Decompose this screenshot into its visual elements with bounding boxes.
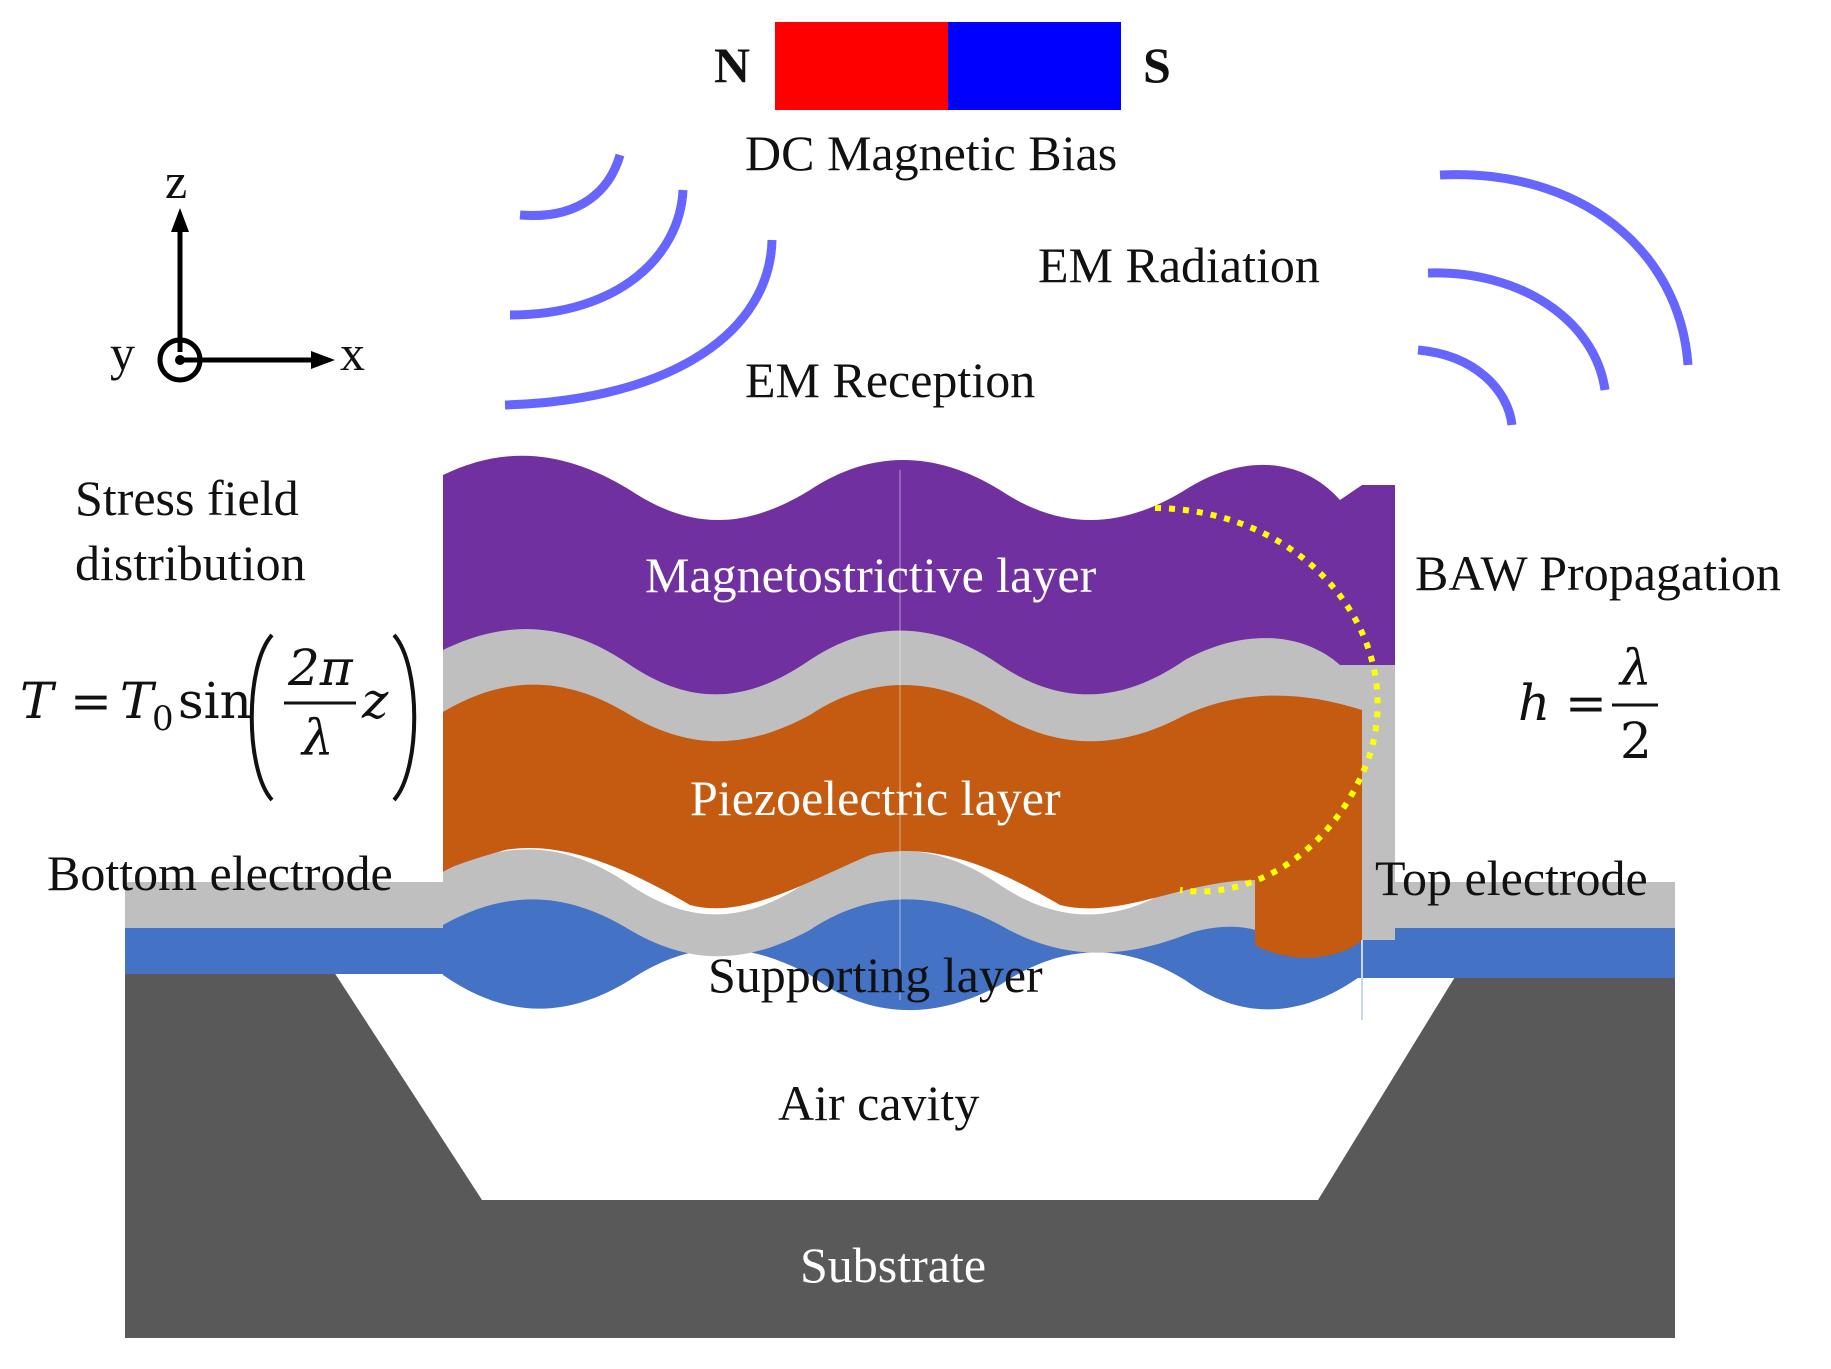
bottom-electrode-pad xyxy=(125,882,443,930)
em-radiation-label: EM Radiation xyxy=(1038,237,1320,293)
stress-eq-variable: z xyxy=(361,672,389,730)
z-axis-arrowhead xyxy=(171,208,189,232)
magnetostrictive-label: Magnetostrictive layer xyxy=(645,547,1097,603)
substrate-label: Substrate xyxy=(800,1237,986,1293)
stress-eq-left-paren xyxy=(249,633,274,802)
top-electrode-label: Top electrode xyxy=(1375,850,1648,906)
stress-eq-equals: = xyxy=(70,672,112,730)
thickness-equation: h = λ 2 xyxy=(1518,639,1658,770)
supporting-layer-label: Supporting layer xyxy=(708,947,1043,1003)
em-reception-label: EM Reception xyxy=(745,352,1035,408)
em-reception-arc-3 xyxy=(504,239,777,410)
stress-eq-denominator: λ xyxy=(300,709,334,767)
piezoelectric-label: Piezoelectric layer xyxy=(690,770,1061,826)
em-radiation-arc-2 xyxy=(1427,268,1610,391)
stress-eq-t0: T xyxy=(120,672,157,730)
stress-field-label-1: Stress field xyxy=(75,470,299,526)
supporting-layer-right xyxy=(1357,928,1675,978)
stress-eq-numerator: 2π xyxy=(287,639,354,697)
y-axis-marker xyxy=(157,337,203,383)
thickness-eq-equals: = xyxy=(1565,674,1607,732)
stress-eq-t0-sub: 0 xyxy=(152,699,174,739)
supporting-layer-left xyxy=(125,928,443,974)
supporting-layer-wave xyxy=(443,879,1362,1011)
em-reception-waves xyxy=(504,153,777,410)
top-electrode-pad xyxy=(1357,882,1675,930)
stress-eq-right-paren xyxy=(392,633,417,802)
em-radiation-waves xyxy=(1417,170,1693,426)
magnet-south-label: S xyxy=(1143,37,1171,93)
em-radiation-arc-3 xyxy=(1439,170,1693,366)
stress-eq-sin: sin xyxy=(178,672,252,730)
air-cavity xyxy=(334,972,1458,1200)
coordinate-axes: z y x xyxy=(110,153,365,383)
stress-field-label-2: distribution xyxy=(75,535,306,591)
x-axis-arrowhead xyxy=(311,351,335,369)
stress-eq-lhs: T xyxy=(20,672,57,730)
y-axis-label: y xyxy=(110,325,135,381)
dc-bias-label: DC Magnetic Bias xyxy=(745,125,1117,181)
stress-equation: T = T 0 sin 2π λ z xyxy=(20,633,417,802)
y-axis-dot xyxy=(175,355,185,365)
magnet-south-pole xyxy=(948,22,1121,110)
magnet-north-pole xyxy=(775,22,948,110)
em-reception-arc-1 xyxy=(519,153,625,221)
bottom-electrode-wave xyxy=(443,849,1255,957)
thickness-eq-lhs: h xyxy=(1518,674,1550,732)
thickness-eq-denominator: 2 xyxy=(1620,712,1652,770)
x-axis-label: x xyxy=(340,325,365,381)
z-axis-label: z xyxy=(165,153,187,209)
air-cavity-label: Air cavity xyxy=(778,1075,979,1131)
bottom-electrode-label: Bottom electrode xyxy=(47,845,393,901)
em-reception-arc-2 xyxy=(509,189,688,320)
thickness-eq-numerator: λ xyxy=(1618,639,1652,697)
baw-propagation-label: BAW Propagation xyxy=(1415,545,1781,601)
piezoelectric-layer xyxy=(443,664,1362,958)
magnet-north-label: N xyxy=(714,37,750,93)
middle-electrode-wave xyxy=(443,629,1395,940)
magnetostrictive-layer xyxy=(443,455,1395,695)
em-radiation-arc-1 xyxy=(1417,345,1517,426)
